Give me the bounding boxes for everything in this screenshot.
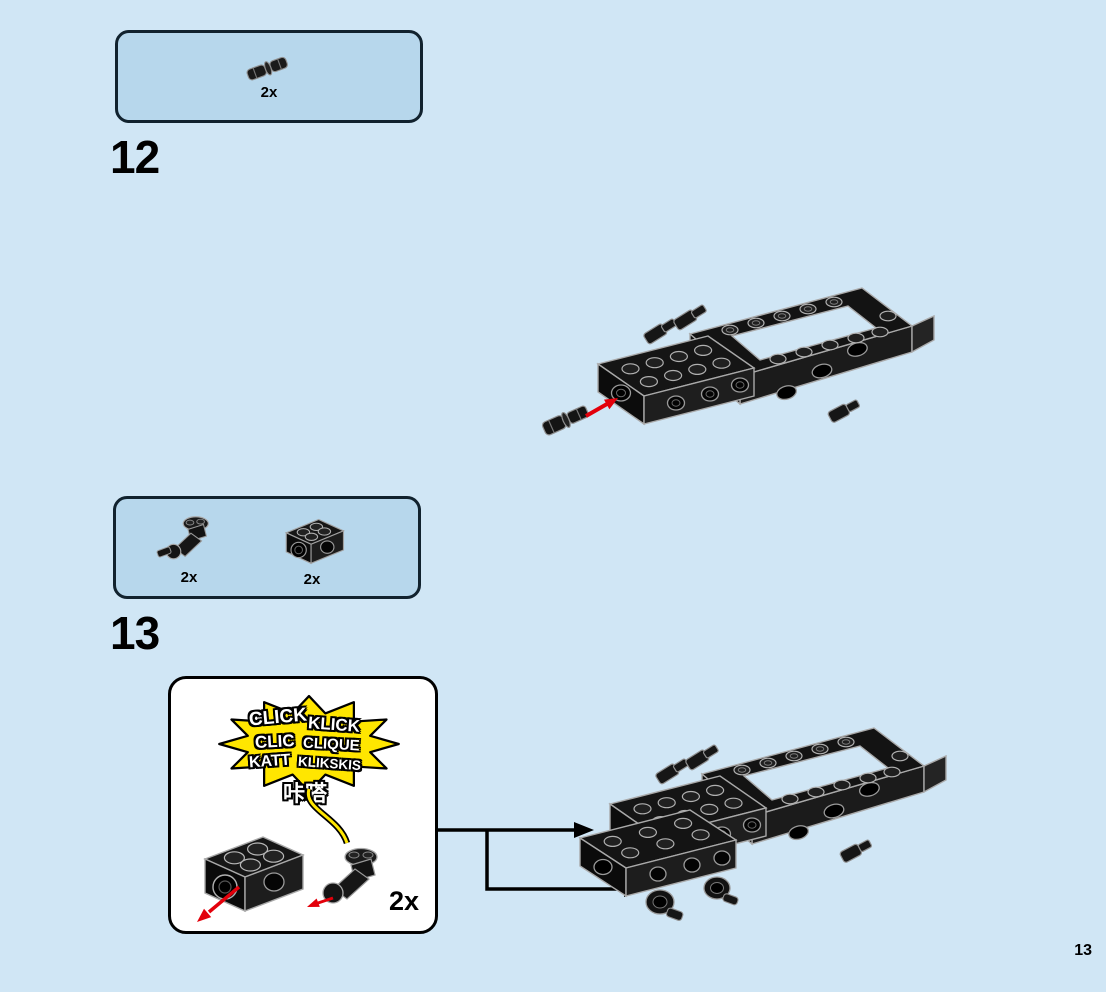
part-count: 2x — [303, 570, 321, 588]
click-burst-icon — [218, 694, 400, 794]
technic-pin-icon — [246, 56, 288, 80]
step-number-12: 12 — [110, 131, 160, 183]
loose-pin-icon — [541, 405, 590, 436]
hub-joint — [703, 876, 739, 906]
callout-count: 2x — [388, 886, 419, 916]
added-knuckle-blocks — [578, 809, 739, 921]
step-number-13: 13 — [110, 607, 160, 659]
click-word: KATT — [248, 751, 291, 772]
click-callout: CLICK KLICK CLIC CLIQUE KATT KLIKSKIS 咔嗒 — [168, 676, 438, 934]
parts-box-step12: 2x — [115, 30, 423, 123]
parts-box-step13: 2x 2x — [113, 496, 421, 599]
step13-assembly-art — [578, 727, 947, 921]
click-arrow-in — [307, 896, 334, 907]
callout-knuckle-icon — [307, 847, 378, 907]
part-steering-knuckle: 2x — [154, 510, 224, 586]
part-socket-brick: 2x — [266, 508, 358, 588]
click-word: CLIC — [254, 730, 296, 753]
click-arrow-out — [197, 885, 241, 922]
part-count: 2x — [180, 568, 198, 586]
insert-arrow — [585, 398, 618, 418]
page-number: 13 — [1074, 942, 1092, 959]
click-word-cjk: 咔嗒 — [283, 781, 328, 806]
part-technic-pin: 2x — [241, 53, 297, 101]
step12-assembly-art — [541, 287, 935, 436]
steering-knuckle-icon — [156, 515, 209, 559]
callout-socket-brick-icon — [197, 836, 305, 922]
socket-brick-icon — [284, 518, 345, 564]
click-word: KLICK — [307, 713, 361, 736]
hub-joint — [645, 889, 684, 921]
part-count: 2x — [260, 83, 278, 101]
click-word: CLIQUE — [302, 734, 361, 755]
